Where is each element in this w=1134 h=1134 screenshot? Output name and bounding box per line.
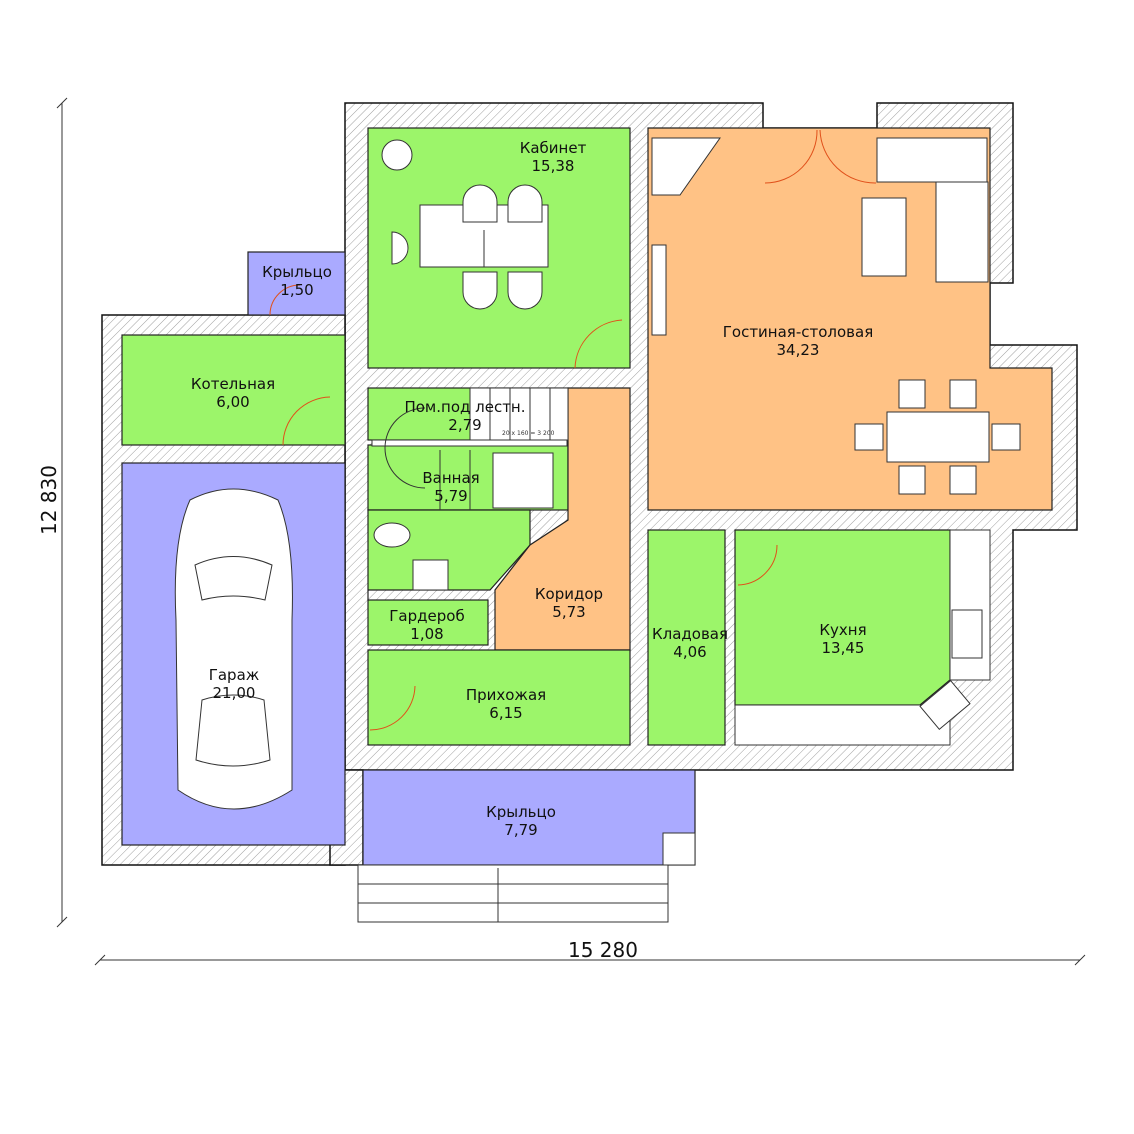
room-porch-small — [247, 251, 346, 316]
room-name: Крыльцо — [262, 263, 332, 281]
room-labels: Кабинет 15,38 Гостиная-столовая 34,23 Кр… — [191, 139, 873, 839]
car-icon — [174, 488, 293, 810]
room-area: 6,15 — [489, 704, 522, 722]
doors — [269, 284, 778, 731]
room-name: Коридор — [535, 585, 603, 603]
room-area: 5,73 — [552, 603, 585, 621]
room-name: Котельная — [191, 375, 275, 393]
room-name: Гардероб — [389, 607, 464, 625]
shower-cabin — [492, 452, 554, 509]
room-name: Гараж — [209, 666, 260, 684]
room-wardrobe — [367, 599, 489, 646]
room-pantry — [647, 529, 726, 746]
room-boiler — [121, 334, 346, 446]
room-kitchen — [734, 529, 951, 706]
kitchen-counter — [734, 704, 951, 746]
room-area: 4,06 — [673, 643, 706, 661]
room-area: 34,23 — [777, 341, 820, 359]
room-area: 7,79 — [504, 821, 537, 839]
room-area: 2,79 — [448, 416, 481, 434]
cabinet-furniture — [381, 139, 549, 310]
room-name: Пом.под лестн. — [404, 398, 525, 416]
height-dimension: 12 830 — [37, 465, 61, 535]
porch-steps — [357, 864, 669, 923]
bath-fixtures — [373, 522, 983, 731]
room-name: Крыльцо — [486, 803, 556, 821]
room-hall — [367, 649, 631, 746]
width-dimension: 15 280 — [568, 938, 638, 962]
dimension-lines — [56, 97, 1086, 966]
room-area: 21,00 — [213, 684, 256, 702]
room-area: 1,50 — [280, 281, 313, 299]
stair-note: 20 x 160 = 3 200 — [502, 430, 555, 437]
room-name: Гостиная-столовая — [723, 323, 873, 341]
room-area: 15,38 — [532, 157, 575, 175]
living-furniture — [651, 129, 1021, 495]
room-area: 6,00 — [216, 393, 249, 411]
room-name: Прихожая — [466, 686, 546, 704]
room-name: Ванная — [422, 469, 479, 487]
room-name: Кухня — [819, 621, 866, 639]
room-area: 13,45 — [822, 639, 865, 657]
room-name: Кабинет — [520, 139, 587, 157]
staircase — [371, 387, 569, 510]
room-porch-front — [362, 769, 696, 866]
room-name: Кладовая — [652, 625, 728, 643]
room-area: 1,08 — [410, 625, 443, 643]
room-corridor — [494, 387, 631, 651]
porch-pillar — [662, 832, 696, 866]
room-area: 5,79 — [434, 487, 467, 505]
